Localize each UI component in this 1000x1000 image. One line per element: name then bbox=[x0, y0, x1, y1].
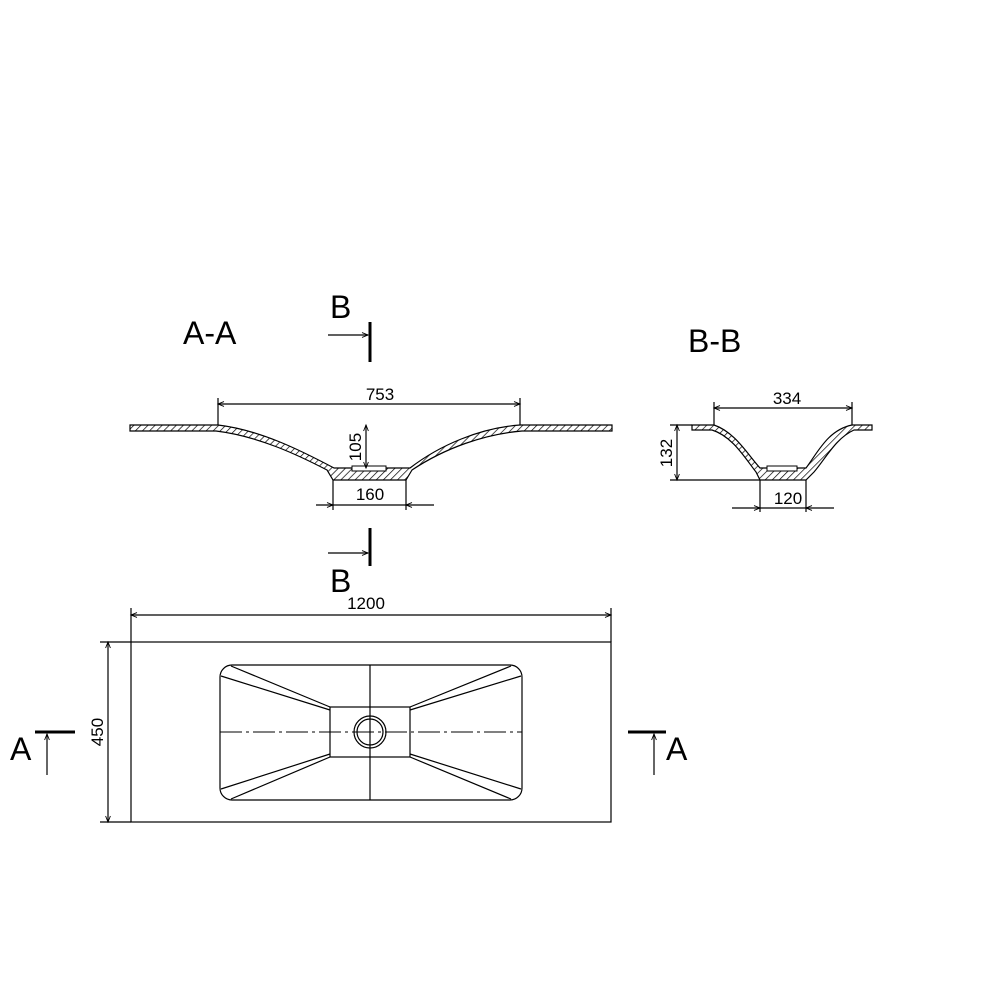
cut-marker-a-left: A bbox=[10, 730, 75, 775]
plan-view: 1200 450 bbox=[88, 594, 613, 824]
dim-334: 334 bbox=[773, 389, 801, 408]
section-a-a-title: A-A bbox=[183, 315, 237, 351]
dim-753: 753 bbox=[366, 385, 394, 404]
section-b-b-title: B-B bbox=[688, 323, 741, 359]
dim-1200: 1200 bbox=[347, 594, 385, 613]
cut-marker-a-right: A bbox=[628, 730, 688, 775]
section-a-a-profile bbox=[129, 424, 613, 481]
svg-text:B: B bbox=[330, 289, 351, 325]
section-b-b-profile bbox=[691, 424, 873, 481]
dim-105: 105 bbox=[346, 433, 365, 461]
drain-fitting bbox=[351, 465, 387, 472]
svg-text:B: B bbox=[330, 563, 351, 599]
svg-text:A: A bbox=[10, 731, 32, 767]
section-b-b: B-B 334 132 120 bbox=[657, 323, 873, 512]
dim-160: 160 bbox=[356, 485, 384, 504]
dim-132: 132 bbox=[657, 439, 676, 467]
dim-120: 120 bbox=[774, 489, 802, 508]
countertop-outline bbox=[130, 641, 612, 823]
section-a-a: A-A 753 105 160 bbox=[129, 315, 613, 510]
svg-text:A: A bbox=[666, 731, 688, 767]
dim-450: 450 bbox=[88, 718, 107, 746]
cut-marker-b-bottom: B bbox=[328, 528, 372, 599]
cut-marker-b-top: B bbox=[328, 289, 372, 362]
